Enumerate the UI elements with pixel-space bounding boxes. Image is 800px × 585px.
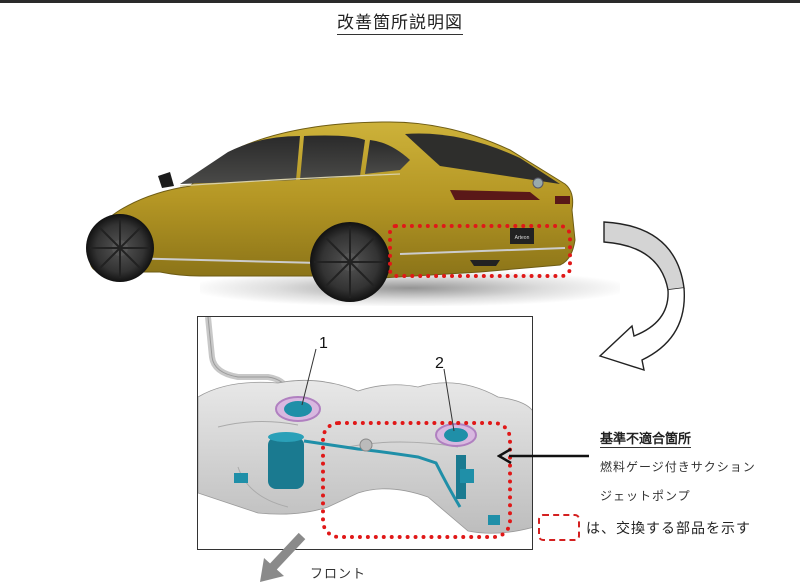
front-direction-arrow-icon [260, 532, 306, 582]
curved-arrow-icon [598, 221, 685, 372]
car-image: Arteon [86, 121, 576, 302]
nonconformity-annotation: 基準不適合箇所 燃料ゲージ付きサクション ジェットポンプ [600, 428, 756, 504]
callout-2: 2 [435, 355, 444, 372]
pointer-arrow-icon [497, 448, 589, 464]
callout-1: 1 [319, 335, 328, 352]
rear-highlight-box [388, 224, 572, 278]
svg-text:Arteon: Arteon [515, 235, 530, 241]
fuel-tank-illustration [198, 317, 532, 534]
pump-highlight-box [321, 421, 512, 539]
top-rule [0, 0, 800, 3]
part-name-line-1: 燃料ゲージ付きサクション [600, 460, 756, 474]
nonconformity-heading: 基準不適合箇所 [600, 428, 692, 448]
document-title-text: 改善箇所説明図 [337, 13, 463, 35]
fuel-tank-diagram: 1 2 [197, 316, 533, 550]
document-title: 改善箇所説明図 [0, 8, 800, 35]
part-name-line-2: ジェットポンプ [600, 489, 691, 503]
replacement-legend-text: は、交換する部品を示す [586, 520, 751, 537]
dashed-box-icon [538, 514, 580, 541]
replacement-legend: は、交換する部品を示す [538, 514, 751, 541]
front-label: フロント [310, 567, 367, 582]
